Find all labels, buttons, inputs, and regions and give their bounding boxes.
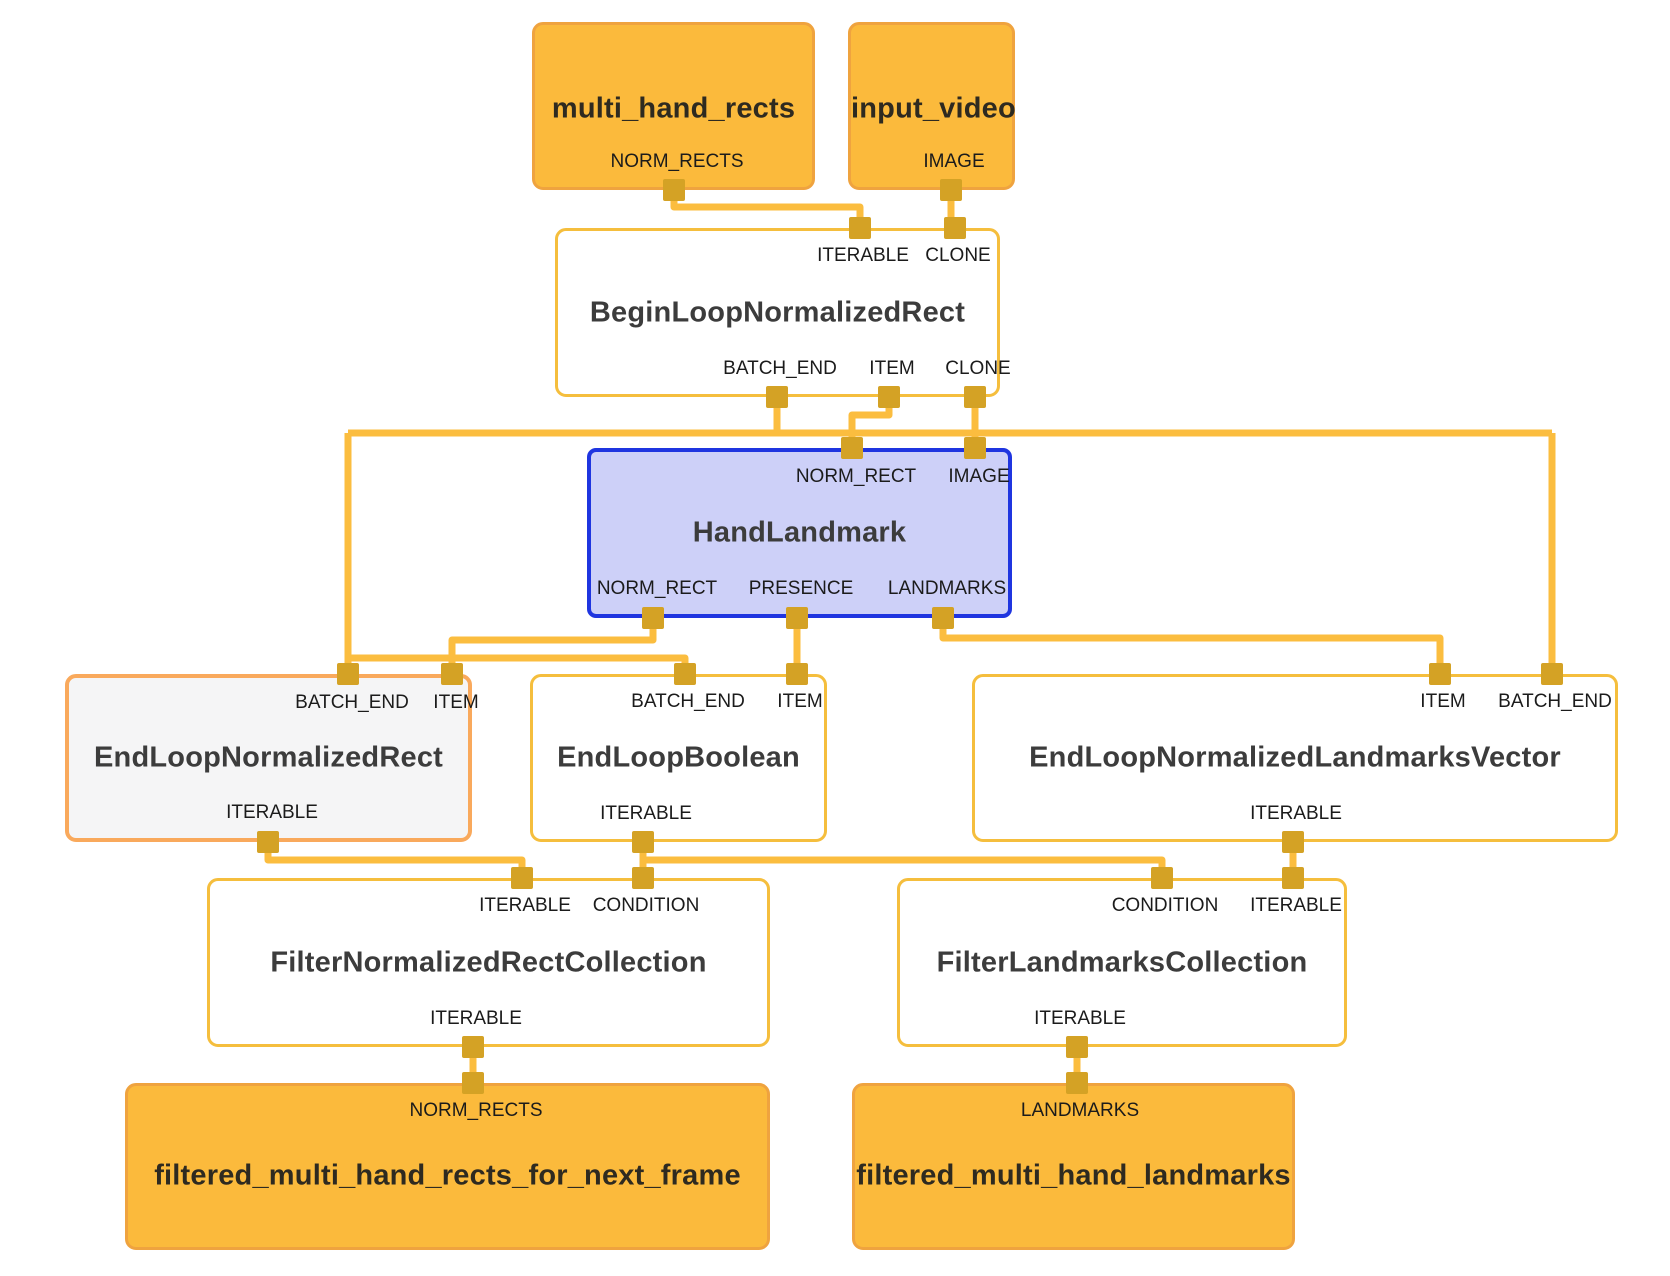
edge-handlandmark-landmarks-to-endloopvector-item: [939, 618, 1444, 674]
output-port-label-clone: CLONE: [945, 358, 1011, 379]
input-port-label-condition: CONDITION: [592, 895, 700, 916]
node-title: BeginLoopNormalizedRect: [589, 296, 966, 328]
node-EndLoopNormalizedRect[interactable]: EndLoopNormalizedRect BATCH_END ITEM ITERAB…: [65, 674, 479, 842]
node-title: filtered_multi_hand_rects_for_next_frame: [154, 1159, 741, 1192]
node-title: multi_hand_rects: [551, 92, 796, 125]
output-port-label-item: ITEM: [869, 358, 915, 379]
edge-handlandmark-normrect-to-endlooprect-item: [448, 618, 657, 674]
node-BeginLoopNormalizedRect[interactable]: BeginLoopNormalizedRect ITERABLE CLONE BATC…: [555, 228, 1011, 397]
node-filtered_multi_hand_landmarks[interactable]: filtered_multi_hand_landmarks LANDMARKS: [852, 1083, 1295, 1250]
output-port-label-presence: PRESENCE: [748, 578, 854, 599]
output-port-label-iterable: ITERABLE: [226, 802, 318, 823]
output-port-label-iterable: ITERABLE: [1250, 803, 1342, 824]
node-filtered_multi_hand_rects_for_next_frame[interactable]: filtered_multi_hand_rects_for_next_frame…: [125, 1083, 770, 1250]
input-port-label-item: ITEM: [433, 692, 479, 713]
output-port-label-batch_end: BATCH_END: [723, 358, 837, 379]
node-title: EndLoopNormalizedRect: [94, 741, 443, 774]
input-port-label-batch_end: BATCH_END: [295, 692, 409, 713]
input-port-label-iterable: ITERABLE: [479, 895, 571, 916]
input-port-label-batch_end: BATCH_END: [631, 691, 745, 712]
output-port-label-norm_rects: NORM_RECTS: [610, 151, 744, 172]
output-port-label-iterable: ITERABLE: [430, 1008, 522, 1029]
edge-endlooprect-iterable-to-filterrect-iterable: [264, 842, 526, 878]
node-EndLoopNormalizedLandmarksVector[interactable]: EndLoopNormalizedLandmarksVector ITEM BATC…: [972, 674, 1618, 842]
output-port-label-iterable: ITERABLE: [1034, 1008, 1126, 1029]
input-port-label-norm_rect: NORM_RECT: [795, 466, 917, 487]
input-port-label-iterable: ITERABLE: [817, 245, 909, 266]
input-port-label-condition: CONDITION: [1111, 895, 1219, 916]
node-title: EndLoopBoolean: [557, 741, 800, 774]
edge-multi_hand_rects-to-beginloop-iterable: [670, 190, 864, 228]
output-port-label-image: IMAGE: [923, 151, 985, 172]
edge-beginloop-item-to-handlandmark-normrect: [848, 397, 893, 448]
input-port-label-iterable: ITERABLE: [1250, 895, 1342, 916]
node-title: filtered_multi_hand_landmarks: [856, 1159, 1291, 1192]
node-title: input_video: [851, 92, 1016, 125]
node-title: HandLandmark: [692, 516, 907, 549]
output-port-label-norm_rect: NORM_RECT: [596, 578, 718, 599]
input-port-label-clone: CLONE: [925, 245, 991, 266]
edge-endloopboolean-iterable-to-filterlandmarks-condition: [643, 856, 1166, 878]
input-port-label-item: ITEM: [1420, 691, 1466, 712]
input-port-label-batch_end: BATCH_END: [1498, 691, 1612, 712]
output-port-label-iterable: ITERABLE: [600, 803, 692, 824]
node-EndLoopBoolean[interactable]: EndLoopBoolean BATCH_END ITEM ITERABLE: [530, 674, 827, 842]
output-port-label-landmarks: LANDMARKS: [887, 578, 1007, 599]
input-port-label-item: ITEM: [777, 691, 823, 712]
node-title: FilterNormalizedRectCollection: [270, 946, 707, 978]
input-port-label-norm_rects: NORM_RECTS: [409, 1100, 543, 1121]
node-title: EndLoopNormalizedLandmarksVector: [1029, 741, 1561, 774]
input-port-label-landmarks: LANDMARKS: [1020, 1100, 1140, 1121]
input-port-label-image: IMAGE: [948, 466, 1010, 487]
edge-bus-branch-to-endloopboolean-batchend: [348, 654, 689, 674]
node-title: FilterLandmarksCollection: [936, 946, 1308, 978]
node-FilterLandmarksCollection[interactable]: FilterLandmarksCollection CONDITION ITERAB…: [897, 878, 1347, 1047]
